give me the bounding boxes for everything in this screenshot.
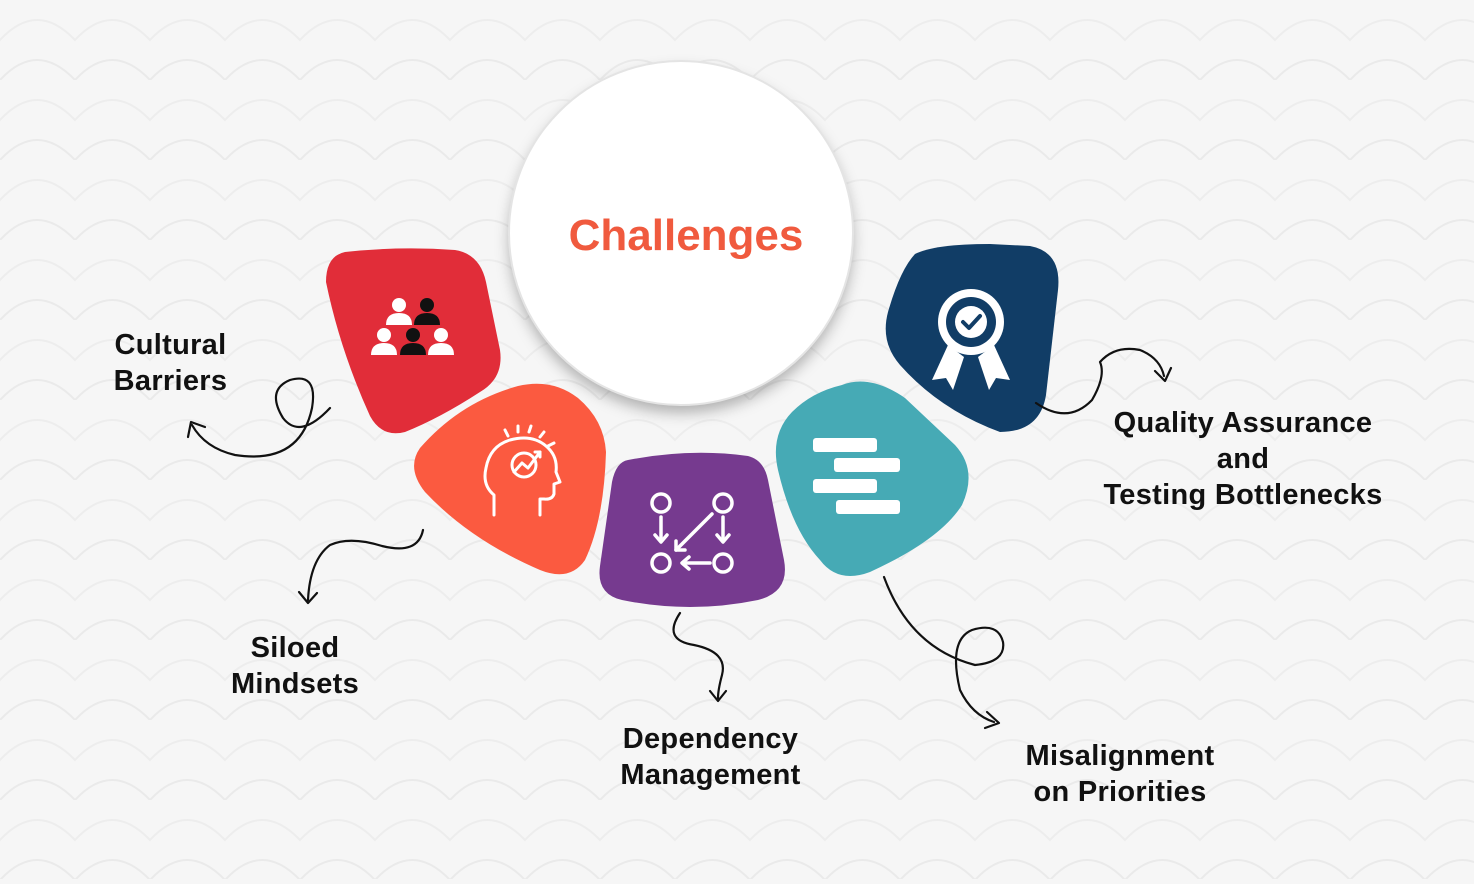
siloed-connector-arrow: [306, 528, 425, 602]
cultural-label-line2: Barriers: [113, 365, 228, 397]
siloed-arrow-head: [297, 590, 319, 605]
head-brain-growth-icon: [483, 424, 562, 517]
misalignment-arrow-head: [983, 710, 1001, 730]
quality-assurance-label: Quality Assurance and Testing Bottleneck…: [1078, 405, 1408, 513]
misalignment-label-line1: Misalignment: [1025, 740, 1215, 772]
cultural-barriers-label: Cultural Barriers: [88, 327, 253, 399]
quality-arrow-head: [1153, 366, 1173, 383]
misalignment-priorities-label: Misalignment on Priorities: [1000, 738, 1240, 810]
dependency-management-label: Dependency Management: [588, 721, 833, 793]
cultural-label-line1: Cultural: [114, 329, 227, 361]
quality-connector-arrow: [1034, 347, 1166, 415]
quality-label-line1: Quality Assurance: [1113, 407, 1373, 439]
quality-label-line3: Testing Bottlenecks: [1103, 479, 1383, 511]
dependency-label-line2: Management: [620, 759, 801, 791]
dependency-connector-arrow: [672, 611, 724, 700]
cultural-connector-arrow: [190, 377, 332, 458]
siloed-label-line1: Siloed: [250, 632, 340, 664]
dependency-blob: [599, 452, 785, 607]
center-circle-rim: [508, 60, 854, 406]
diagram-title: Challenges: [569, 211, 804, 260]
team-people-icon: [371, 298, 454, 355]
priority-stack-icon: [813, 438, 900, 514]
misalignment-label-line2: on Priorities: [1033, 776, 1207, 808]
siloed-mindsets-label: Siloed Mindsets: [205, 630, 385, 702]
misalignment-connector-arrow: [882, 575, 1005, 724]
misalignment-blob: [775, 381, 969, 576]
center-circle: [509, 61, 853, 405]
dependency-arrow-head: [708, 689, 728, 703]
quality-label-line2: and: [1216, 443, 1270, 475]
siloed-blob: [414, 383, 606, 575]
quality-badge-icon: [932, 289, 1010, 390]
dependency-label-line1: Dependency: [622, 723, 799, 755]
cultural-arrow-head: [186, 420, 207, 439]
siloed-label-line2: Mindsets: [230, 668, 360, 700]
node-flow-arrows-icon: [650, 492, 734, 574]
